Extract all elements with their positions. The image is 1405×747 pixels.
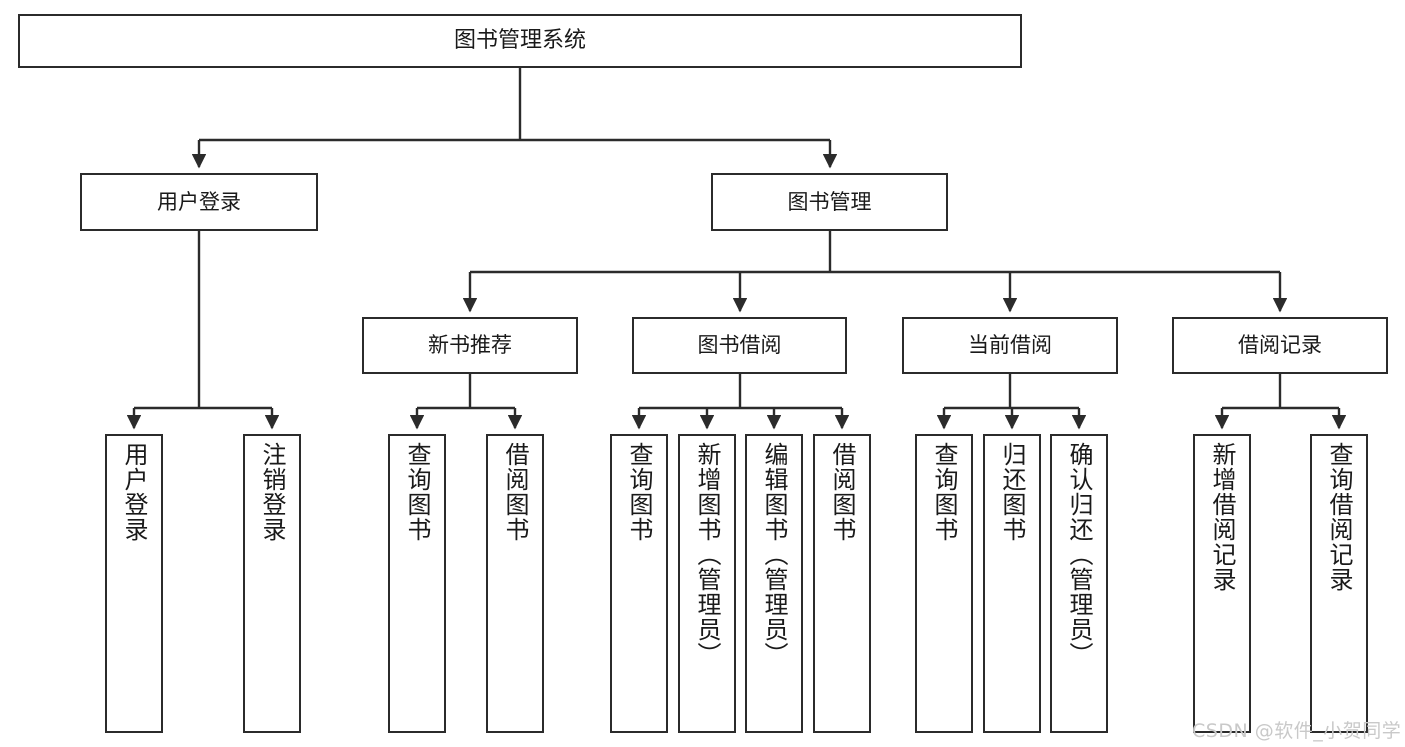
leaf-borrow-books-new[interactable]: 借阅图书 (486, 434, 544, 733)
leaf-label: 新增借阅记录 (1208, 442, 1236, 592)
leaf-label: 查询图书 (625, 442, 653, 542)
node-root-label: 图书管理系统 (453, 28, 586, 54)
leaf-query-books-borrow[interactable]: 查询图书 (610, 434, 668, 733)
node-new-book-recommend[interactable]: 新书推荐 (362, 317, 578, 374)
leaf-label: 查询借阅记录 (1325, 442, 1353, 592)
watermark: CSDN @软件_小贺同学 (1192, 720, 1402, 742)
leaf-add-book-admin[interactable]: 新增图书（管理员） (678, 434, 736, 733)
leaf-user-login[interactable]: 用户登录 (105, 434, 163, 733)
node-book-management-label: 图书管理 (787, 189, 872, 214)
node-borrow-records[interactable]: 借阅记录 (1172, 317, 1388, 374)
leaf-edit-book-admin[interactable]: 编辑图书（管理员） (745, 434, 803, 733)
node-book-management[interactable]: 图书管理 (711, 173, 948, 231)
node-book-borrow[interactable]: 图书借阅 (632, 317, 847, 374)
leaf-label: 归还图书 (998, 442, 1026, 542)
node-current-borrow-label: 当前借阅 (968, 333, 1052, 358)
node-new-book-recommend-label: 新书推荐 (428, 333, 512, 358)
leaf-return-book[interactable]: 归还图书 (983, 434, 1041, 733)
leaf-label: 查询图书 (930, 442, 958, 542)
node-borrow-records-label: 借阅记录 (1238, 333, 1322, 358)
leaf-query-borrow-record[interactable]: 查询借阅记录 (1310, 434, 1368, 733)
leaf-label: 编辑图书（管理员） (760, 442, 788, 667)
leaf-label: 用户登录 (120, 442, 148, 542)
leaf-label: 注销登录 (258, 442, 286, 542)
leaf-confirm-return-admin[interactable]: 确认归还（管理员） (1050, 434, 1108, 733)
leaf-label: 查询图书 (403, 442, 431, 542)
leaf-label: 借阅图书 (828, 442, 856, 542)
leaf-query-books-new[interactable]: 查询图书 (388, 434, 446, 733)
leaf-logout[interactable]: 注销登录 (243, 434, 301, 733)
node-user-login-label: 用户登录 (157, 189, 241, 214)
leaf-label: 借阅图书 (501, 442, 529, 542)
node-current-borrow[interactable]: 当前借阅 (902, 317, 1118, 374)
node-user-login[interactable]: 用户登录 (80, 173, 318, 231)
leaf-borrow-book[interactable]: 借阅图书 (813, 434, 871, 733)
leaf-label: 新增图书（管理员） (693, 442, 721, 667)
leaf-label: 确认归还（管理员） (1065, 442, 1093, 667)
node-book-borrow-label: 图书借阅 (697, 333, 782, 358)
leaf-query-books-current[interactable]: 查询图书 (915, 434, 973, 733)
node-root[interactable]: 图书管理系统 (18, 14, 1022, 68)
leaf-add-borrow-record[interactable]: 新增借阅记录 (1193, 434, 1251, 733)
